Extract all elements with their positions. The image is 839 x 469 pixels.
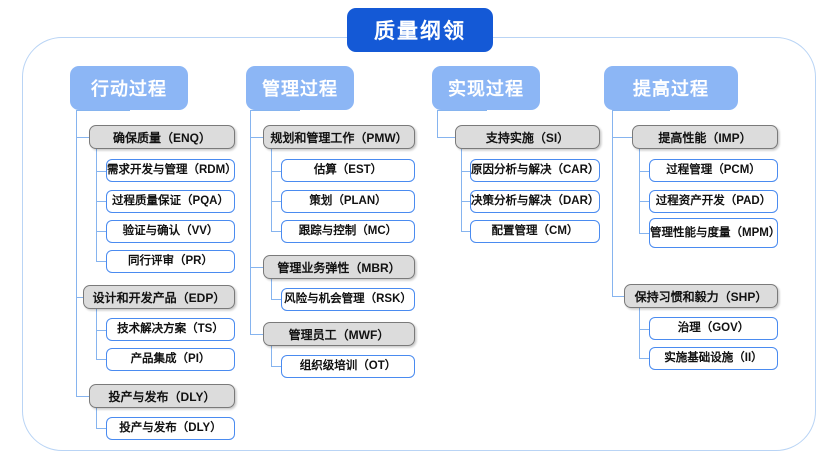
group-box[interactable]: 投产与发布（DLY） (89, 384, 235, 408)
leaf-box[interactable]: 验证与确认（VV） (106, 220, 235, 243)
group-box[interactable]: 支持实施（SI） (455, 125, 600, 149)
leaf-box[interactable]: 过程管理（PCM） (649, 159, 778, 182)
connector-line (437, 110, 487, 112)
connector-line (639, 171, 650, 173)
connector-line (639, 308, 641, 359)
connector-line (96, 428, 107, 430)
connector-line (96, 201, 107, 203)
leaf-box[interactable]: 技术解决方案（TS） (106, 318, 235, 341)
connector-line (250, 334, 264, 336)
leaf-box[interactable]: 实施基础设施（II） (649, 347, 778, 370)
connector-line (612, 110, 670, 112)
connector-line (437, 137, 456, 139)
column-implementation-process: 实现过程 (432, 66, 540, 110)
group-box[interactable]: 保持习惯和毅力（SHP） (624, 284, 778, 308)
leaf-box[interactable]: 估算（EST） (281, 159, 415, 182)
connector-line (96, 408, 98, 429)
connector-line (96, 171, 107, 173)
leaf-box[interactable]: 策划（PLAN） (281, 190, 415, 213)
group-box[interactable]: 管理业务弹性（MBR） (263, 255, 415, 279)
column-management-process: 管理过程 (246, 66, 354, 110)
connector-line (250, 267, 264, 269)
connector-line (96, 231, 107, 233)
connector-line (76, 110, 130, 112)
connector-line (271, 346, 273, 367)
connector-line (437, 110, 439, 138)
leaf-box[interactable]: 跟踪与控制（MC） (281, 220, 415, 243)
connector-line (96, 261, 107, 263)
connector-line (76, 297, 84, 299)
connector-line (461, 201, 471, 203)
category-header-improvement-process[interactable]: 提高过程 (604, 66, 738, 110)
connector-line (76, 110, 78, 397)
connector-line (639, 329, 650, 331)
category-header-implementation-process[interactable]: 实现过程 (432, 66, 540, 110)
connector-line (612, 296, 625, 298)
leaf-box[interactable]: 原因分析与解决（CAR） (470, 159, 600, 182)
connector-line (612, 110, 614, 297)
leaf-box[interactable]: 产品集成（PI） (106, 348, 235, 371)
connector-line (96, 149, 98, 262)
leaf-box[interactable]: 配置管理（CM） (470, 220, 600, 243)
leaf-box[interactable]: 过程资产开发（PAD） (649, 190, 778, 213)
connector-line (96, 309, 98, 360)
leaf-box[interactable]: 治理（GOV） (649, 317, 778, 340)
connector-line (461, 231, 471, 233)
connector-line (271, 231, 282, 233)
leaf-box[interactable]: 需求开发与管理（RDM） (106, 159, 237, 182)
leaf-box[interactable]: 过程质量保证（PQA） (106, 190, 235, 213)
connector-line (271, 299, 282, 301)
connector-line (271, 201, 282, 203)
diagram-title: 质量纲领 (347, 8, 493, 52)
connector-line (639, 358, 650, 360)
leaf-box[interactable]: 风险与机会管理（RSK） (281, 288, 415, 311)
leaf-box[interactable]: 管理性能与度量（MPM） (649, 218, 780, 248)
connector-line (639, 149, 641, 234)
connector-line (461, 171, 471, 173)
leaf-box[interactable]: 同行评审（PR） (106, 250, 235, 273)
column-improvement-process: 提高过程 (604, 66, 738, 110)
connector-line (461, 149, 463, 232)
connector-line (639, 233, 650, 235)
connector-line (271, 279, 273, 300)
connector-line (96, 359, 107, 361)
leaf-box[interactable]: 组织级培训（OT） (281, 355, 415, 378)
connector-line (612, 137, 633, 139)
connector-line (271, 149, 273, 232)
category-header-management-process[interactable]: 管理过程 (246, 66, 354, 110)
group-box[interactable]: 确保质量（ENQ） (89, 125, 235, 149)
group-box[interactable]: 提高性能（IMP） (632, 125, 778, 149)
connector-line (639, 201, 650, 203)
group-box[interactable]: 规划和管理工作（PMW） (263, 125, 415, 149)
connector-line (96, 330, 107, 332)
connector-line (271, 171, 282, 173)
connector-line (250, 110, 300, 112)
leaf-box[interactable]: 投产与发布（DLY） (106, 417, 235, 440)
connector-line (76, 396, 90, 398)
group-box[interactable]: 管理员工（MWF） (263, 322, 415, 346)
leaf-box[interactable]: 决策分析与解决（DAR） (470, 190, 600, 213)
group-box[interactable]: 设计和开发产品（EDP） (83, 285, 235, 309)
connector-line (250, 137, 264, 139)
column-action-process: 行动过程 (70, 66, 188, 110)
category-header-action-process[interactable]: 行动过程 (70, 66, 188, 110)
connector-line (76, 137, 90, 139)
connector-line (250, 110, 252, 335)
connector-line (271, 366, 282, 368)
